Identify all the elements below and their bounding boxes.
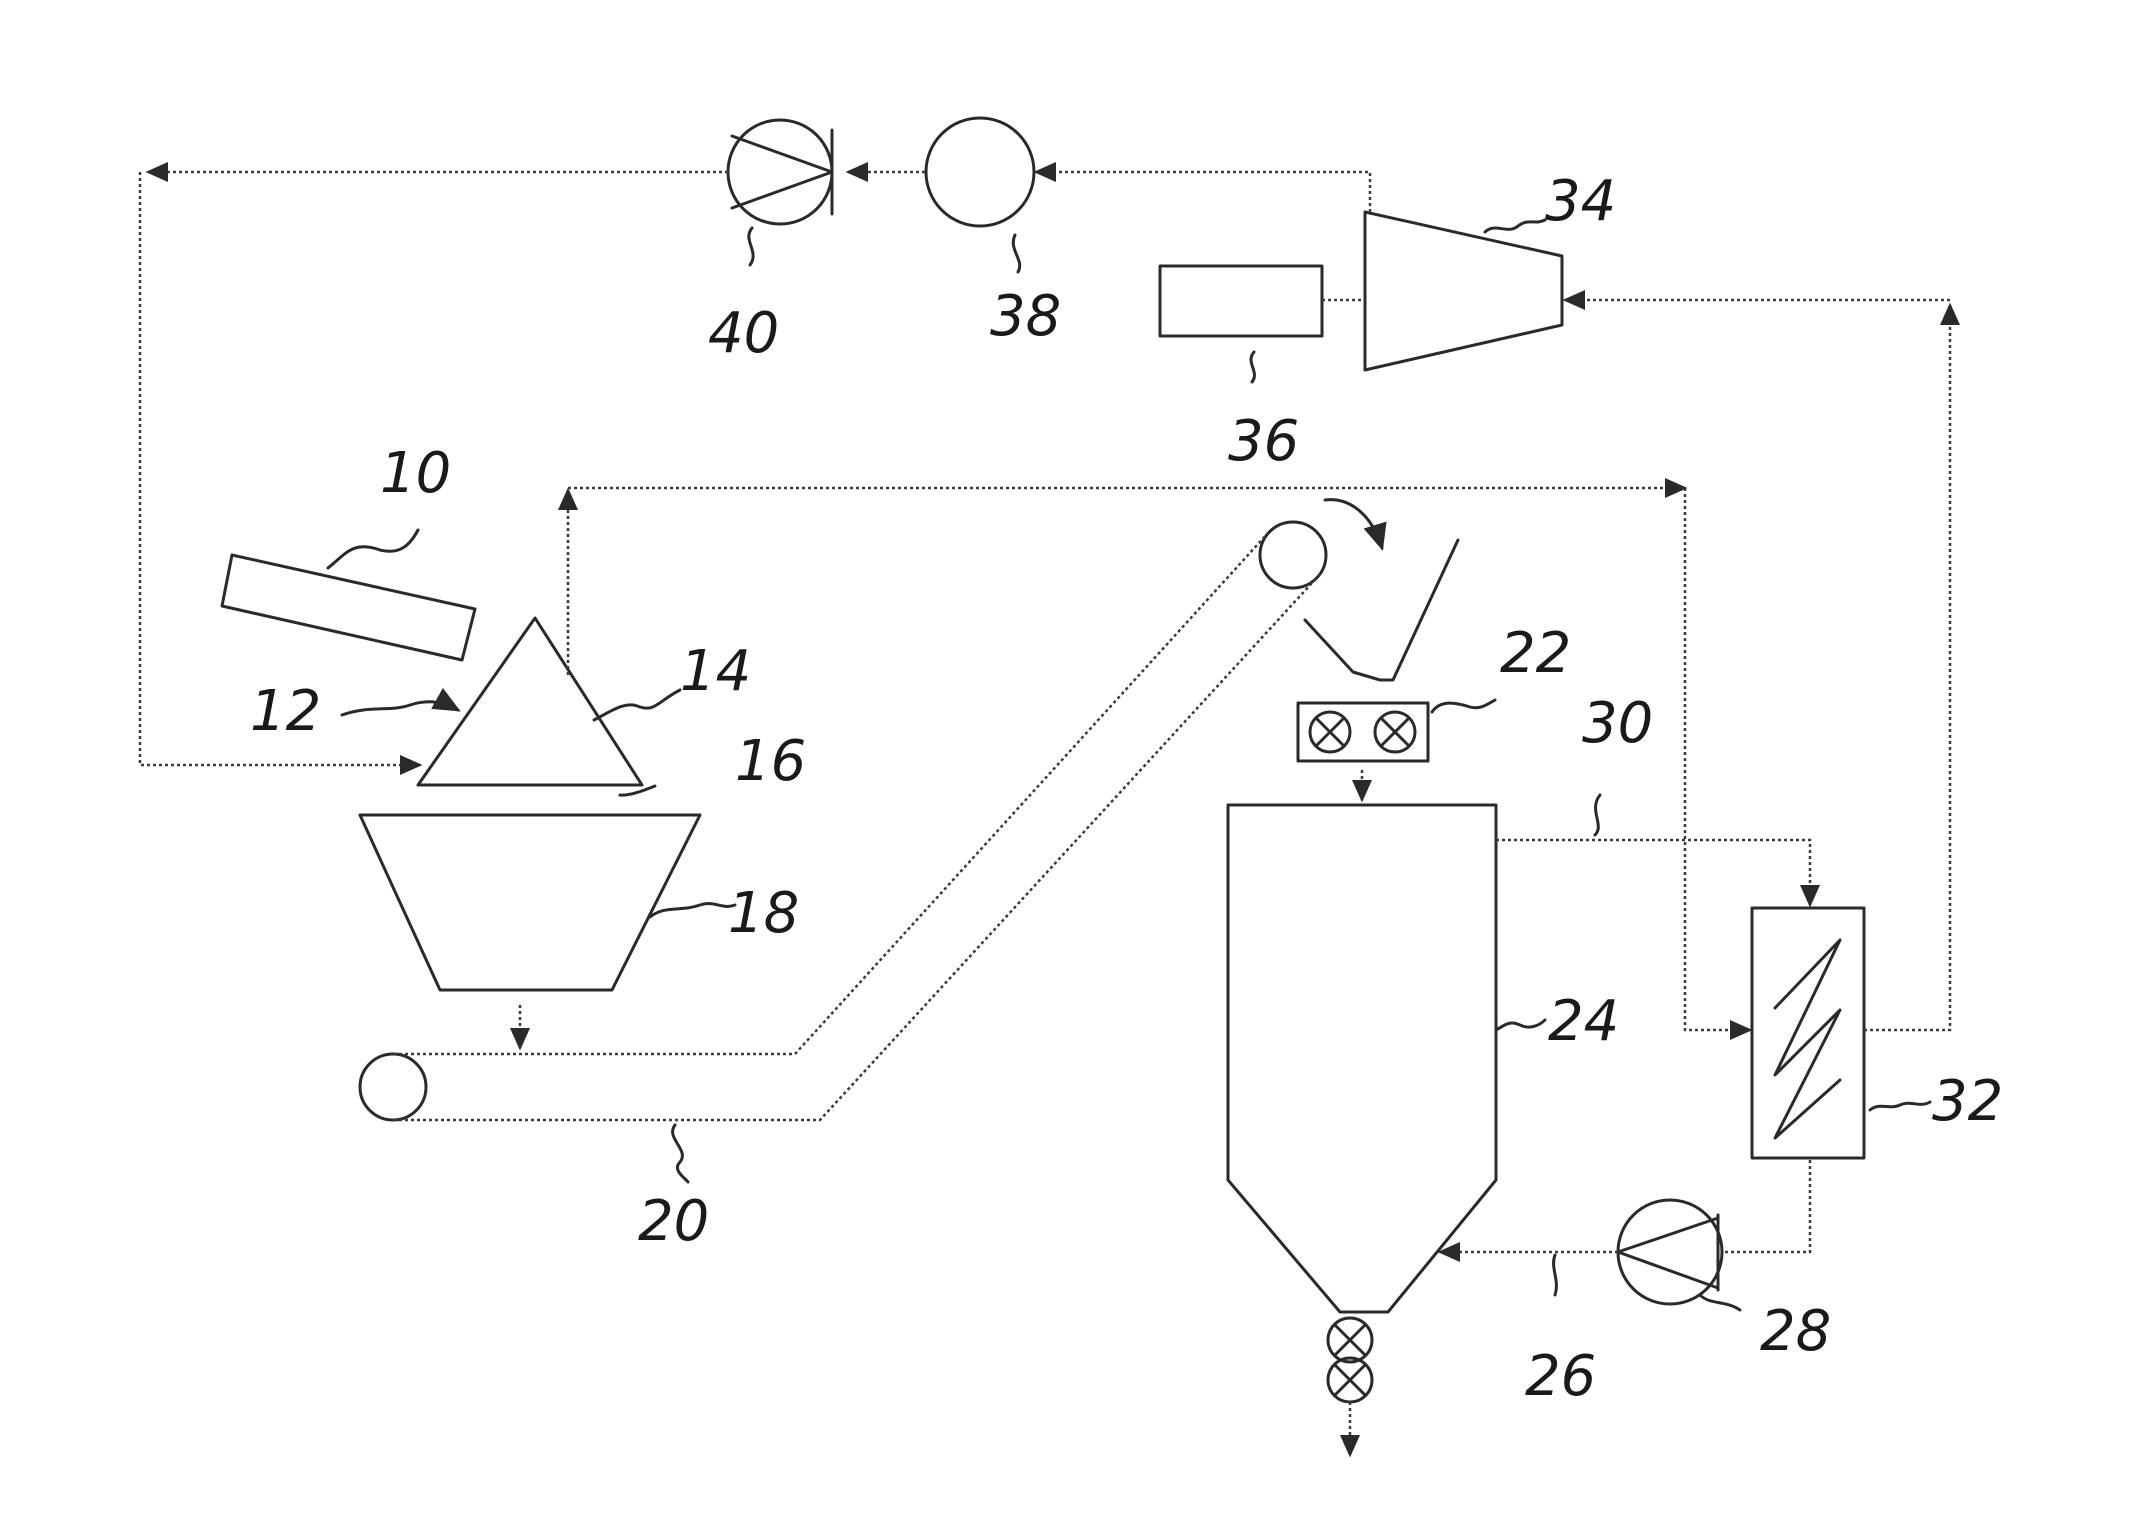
label-40: 40 xyxy=(708,301,779,366)
generator-36 xyxy=(1160,266,1322,336)
label-10: 10 xyxy=(380,441,451,506)
conveyor-20 xyxy=(360,522,1326,1120)
silo-24 xyxy=(1228,805,1496,1312)
label-28: 28 xyxy=(1760,1299,1831,1364)
label-38: 38 xyxy=(990,284,1061,349)
turbine-34 xyxy=(1365,212,1562,370)
label-14: 14 xyxy=(680,639,751,704)
heat-exchanger-32 xyxy=(1752,908,1864,1158)
rotary-valve-22 xyxy=(1298,703,1428,800)
pump-40 xyxy=(728,120,832,224)
feeder-10 xyxy=(222,555,475,660)
line-left-12 xyxy=(140,172,420,765)
leader-lines xyxy=(328,220,1930,1310)
line-to-32 xyxy=(1685,488,1750,1030)
discharge-valve xyxy=(1328,1318,1372,1455)
label-36: 36 xyxy=(1228,409,1299,474)
drop-arrow xyxy=(1325,500,1382,548)
line-32-up xyxy=(1864,305,1950,1030)
label-34: 34 xyxy=(1545,169,1616,234)
hopper-18 xyxy=(360,815,700,990)
outlet-16 xyxy=(620,786,655,795)
label-18: 18 xyxy=(728,881,799,946)
label-12: 12 xyxy=(250,679,321,744)
vessel-38 xyxy=(926,118,1034,226)
label-20: 20 xyxy=(638,1189,709,1254)
label-16: 16 xyxy=(735,729,806,794)
pump-28 xyxy=(1618,1200,1722,1304)
label-30: 30 xyxy=(1582,691,1653,756)
separator-14 xyxy=(418,618,642,785)
label-24: 24 xyxy=(1548,989,1619,1054)
label-22: 22 xyxy=(1500,621,1571,686)
line-34-38 xyxy=(1036,172,1370,212)
label-32: 32 xyxy=(1932,1069,2003,1134)
label-26: 26 xyxy=(1525,1344,1596,1409)
line-32-28 xyxy=(1722,1160,1810,1252)
line-30 xyxy=(1496,840,1810,905)
funnel xyxy=(1305,540,1458,680)
